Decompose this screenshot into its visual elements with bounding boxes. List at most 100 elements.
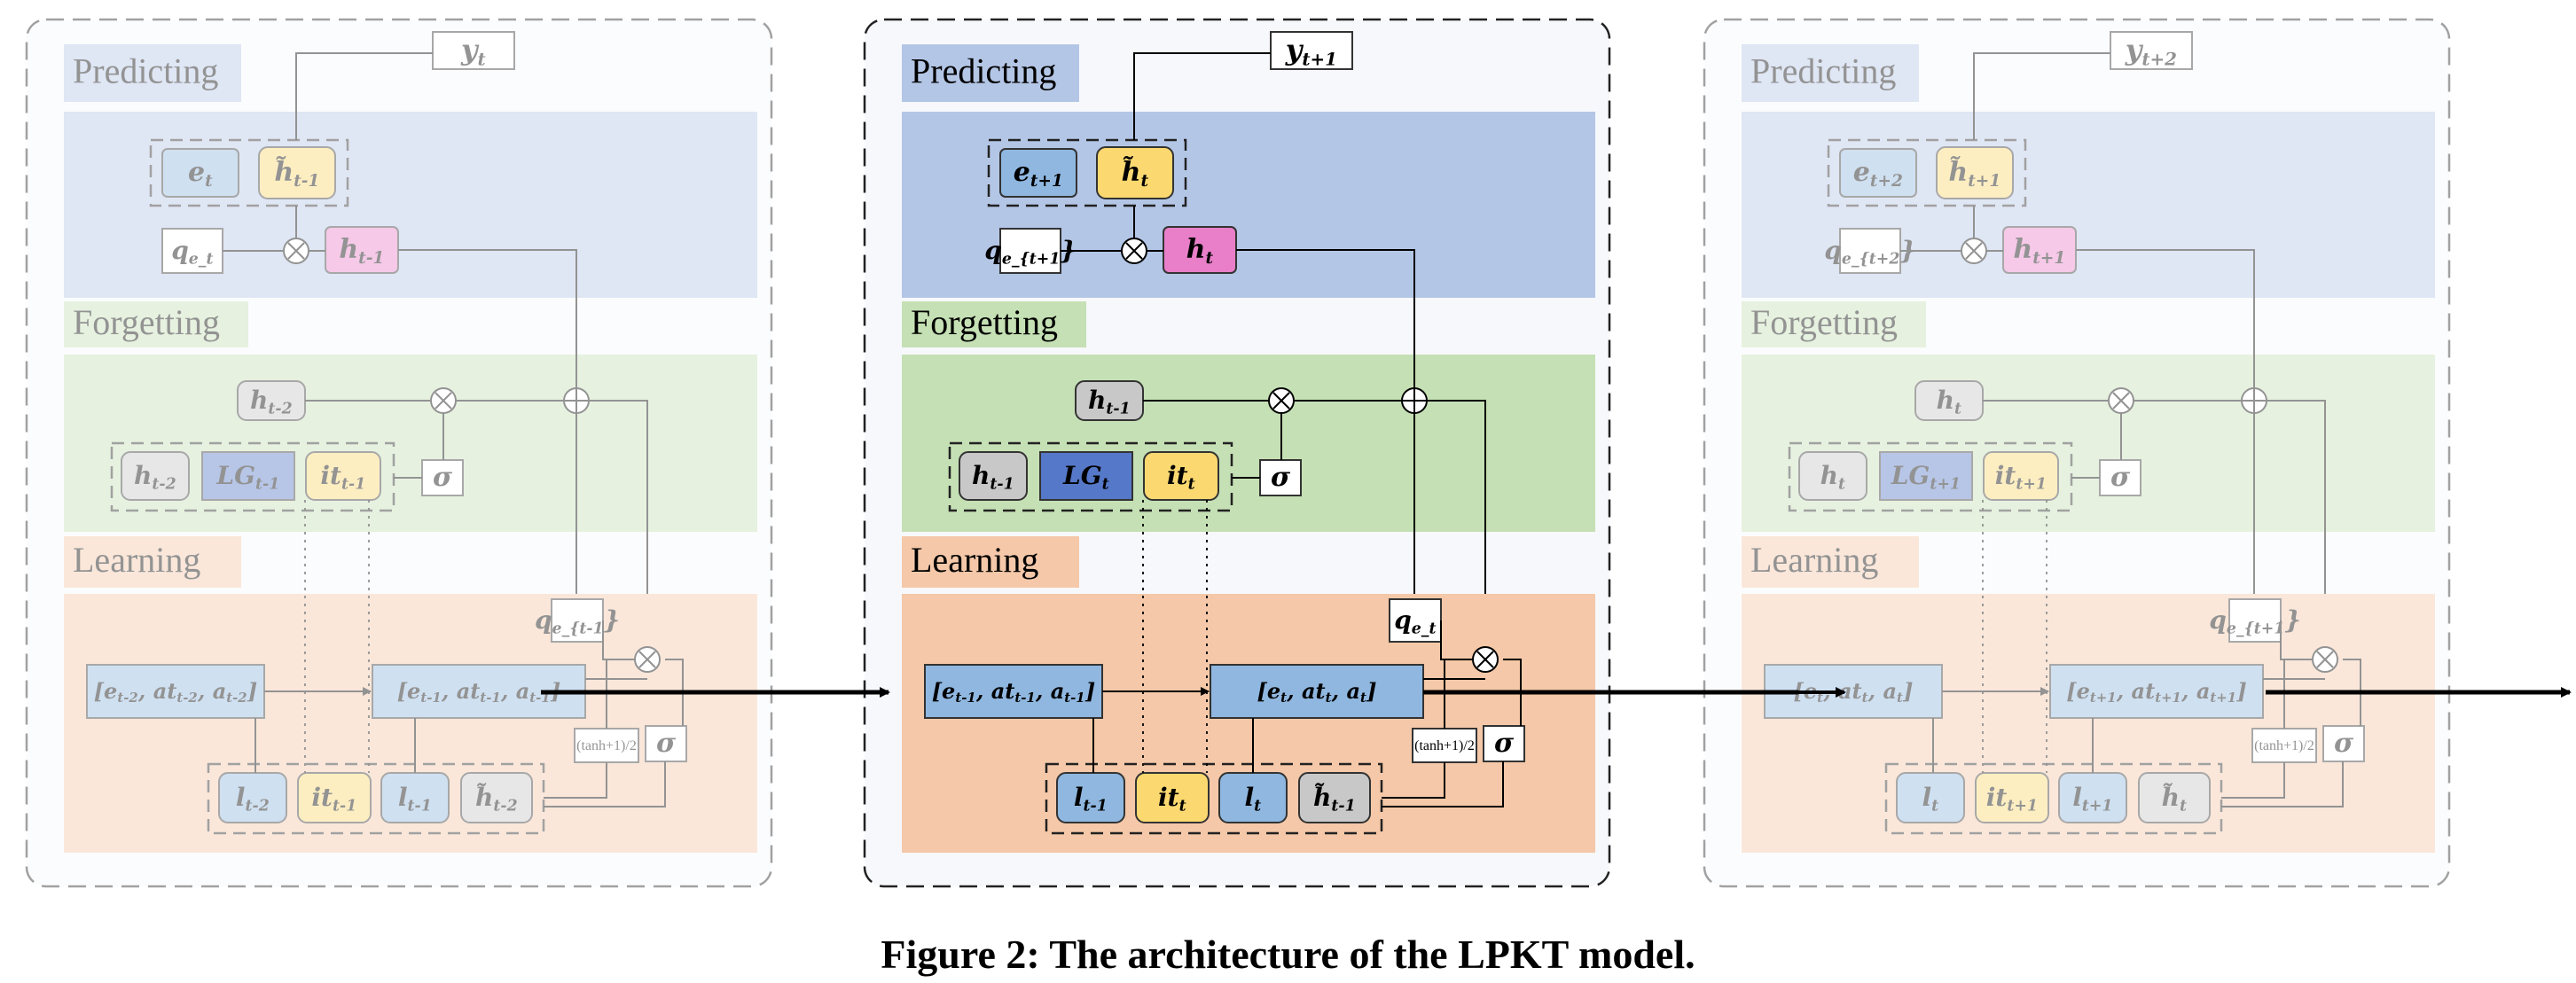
svg-text:Learning: Learning <box>73 540 200 580</box>
connector-line <box>1503 659 1522 726</box>
learning-section <box>1742 594 2435 853</box>
learning-interval-box: itt-1 <box>297 772 372 823</box>
svg-text:yt+1: yt+1 <box>1285 33 1338 70</box>
q-matrix-box: qe_t <box>161 228 223 274</box>
learning-q-box: qe_{t-1 } <box>535 598 620 643</box>
tanh-normalize-box: (tanh+1)/2 <box>1412 728 1477 763</box>
svg-text:qe_{t+2 }: qe_{t+2 } <box>1824 236 1915 268</box>
forget-knowledge-input: ht-1 <box>959 451 1028 501</box>
connector-line <box>2343 659 2361 726</box>
forget-knowledge-input: ht-2 <box>121 451 190 501</box>
svg-text:σ: σ <box>1271 462 1291 493</box>
svg-text:ht: ht <box>1820 461 1846 493</box>
learning-sigmoid-box: σ <box>645 725 687 762</box>
svg-text:σ: σ <box>2110 462 2131 493</box>
svg-text:Forgetting: Forgetting <box>73 302 220 342</box>
predict-input-group <box>987 138 1187 207</box>
previous-interaction-box: [et-2 , att-2 , at-2 ] <box>86 664 265 719</box>
current-learning-box: lt-1 <box>380 772 450 823</box>
svg-text:ht-2: ht-2 <box>250 386 293 417</box>
connector-line <box>1133 52 1271 140</box>
update-plus-operator <box>563 387 590 414</box>
predicting-label: Predicting <box>1742 44 1919 102</box>
connector-line <box>589 400 648 640</box>
knowledge-state-box: ht-1 <box>325 226 399 274</box>
tanh-normalize-box: (tanh+1)/2 <box>2251 728 2317 763</box>
predicting-label: Predicting <box>64 44 241 102</box>
previous-knowledge-box: ht <box>1914 380 1984 421</box>
forgetting-section <box>1742 355 2435 532</box>
connector-line <box>544 762 607 799</box>
svg-text:ht: ht <box>1937 386 1962 417</box>
exercise-embedding-box: et+2 <box>1839 148 1917 198</box>
connector-line <box>2221 762 2285 799</box>
svg-text:yt: yt <box>460 33 486 70</box>
svg-text:(tanh+1)/2: (tanh+1)/2 <box>1414 738 1475 753</box>
svg-text:lt: lt <box>1922 783 1939 815</box>
previous-learning-box: lt <box>1896 772 1965 823</box>
predicting-section <box>64 112 757 298</box>
current-interaction-box: [et+1 , att+1 , at+1 ] <box>2049 664 2264 719</box>
svg-text:lt+1: lt+1 <box>2072 783 2113 815</box>
current-learning-box: lt <box>1218 772 1288 823</box>
learning-knowledge-box: h̃t <box>2138 772 2211 823</box>
connector-line <box>2267 400 2326 640</box>
forgetting-label: Forgetting <box>902 301 1086 347</box>
current-interaction-box: [et , att , at ] <box>1210 664 1424 719</box>
q-matrix-box: qe_{t+1 } <box>984 228 1077 274</box>
learning-gain-box: LGt-1 <box>201 451 295 501</box>
prediction-output-y: yt+1 <box>1270 31 1353 70</box>
svg-text:ht-1: ht-1 <box>972 461 1014 493</box>
forget-knowledge-input: ht <box>1798 451 1867 501</box>
learning-knowledge-box: h̃t-2 <box>460 772 533 823</box>
expanded-knowledge-box: h̃t <box>1096 146 1174 199</box>
svg-text:qe_t: qe_t <box>1394 605 1437 637</box>
learning-q-box: qe_t <box>1389 598 1442 643</box>
learning-label: Learning <box>1742 536 1919 588</box>
connector-line <box>1236 249 1415 388</box>
svg-text:σ: σ <box>1494 728 1515 759</box>
expanded-knowledge-box: h̃t-1 <box>258 146 336 199</box>
svg-text:qe_{t-1 }: qe_{t-1 } <box>535 605 620 637</box>
svg-text:itt+1: itt+1 <box>1986 783 2039 815</box>
svg-text:Learning: Learning <box>911 540 1038 580</box>
connector-line <box>665 659 684 726</box>
prediction-output-y: yt+2 <box>2110 31 2193 70</box>
connector-line <box>1427 400 1486 640</box>
svg-text:ht+1: ht+1 <box>2013 234 2065 268</box>
expanded-knowledge-box: h̃t+1 <box>1936 146 2014 199</box>
connector-line <box>602 620 635 660</box>
connector-line <box>1382 761 1504 807</box>
svg-text:itt-1: itt-1 <box>320 461 365 493</box>
panel-frame <box>1703 18 2451 888</box>
multiply-operator <box>1961 238 1987 264</box>
forgetting-section <box>902 355 1595 532</box>
forgetting-label: Forgetting <box>1742 301 1926 347</box>
svg-text:lt-1: lt-1 <box>1074 783 1108 815</box>
learning-sigmoid-box: σ <box>1483 725 1525 762</box>
connector-line <box>544 761 666 807</box>
connector-line <box>2076 249 2255 388</box>
forget-multiply-operator <box>430 387 457 414</box>
connector-line <box>1440 620 1473 660</box>
interval-time-box: itt-1 <box>305 451 381 501</box>
svg-text:h̃t: h̃t <box>1122 157 1149 191</box>
svg-text:h̃t-1: h̃t-1 <box>1313 782 1356 814</box>
svg-text:et: et <box>188 157 213 191</box>
svg-text:ht-2: ht-2 <box>134 461 176 493</box>
svg-text:ht-1: ht-1 <box>339 234 384 268</box>
svg-text:[et-1 , att-1 , at-1 ]: [et-1 , att-1 , at-1 ] <box>932 678 1096 706</box>
current-learning-box: lt+1 <box>2058 772 2127 823</box>
forget-input-group <box>1788 441 2073 512</box>
previous-learning-box: lt-1 <box>1056 772 1125 823</box>
svg-text:Predicting: Predicting <box>911 51 1056 91</box>
previous-knowledge-box: ht-2 <box>237 380 306 421</box>
exercise-embedding-box: et+1 <box>999 148 1077 198</box>
svg-text:LGt: LGt <box>1062 461 1109 493</box>
svg-text:et+2: et+2 <box>1853 157 1904 191</box>
forget-input-group <box>110 441 395 512</box>
learning-q-box: qe_{t+1 } <box>2209 598 2301 643</box>
svg-text:Learning: Learning <box>1750 540 1878 580</box>
